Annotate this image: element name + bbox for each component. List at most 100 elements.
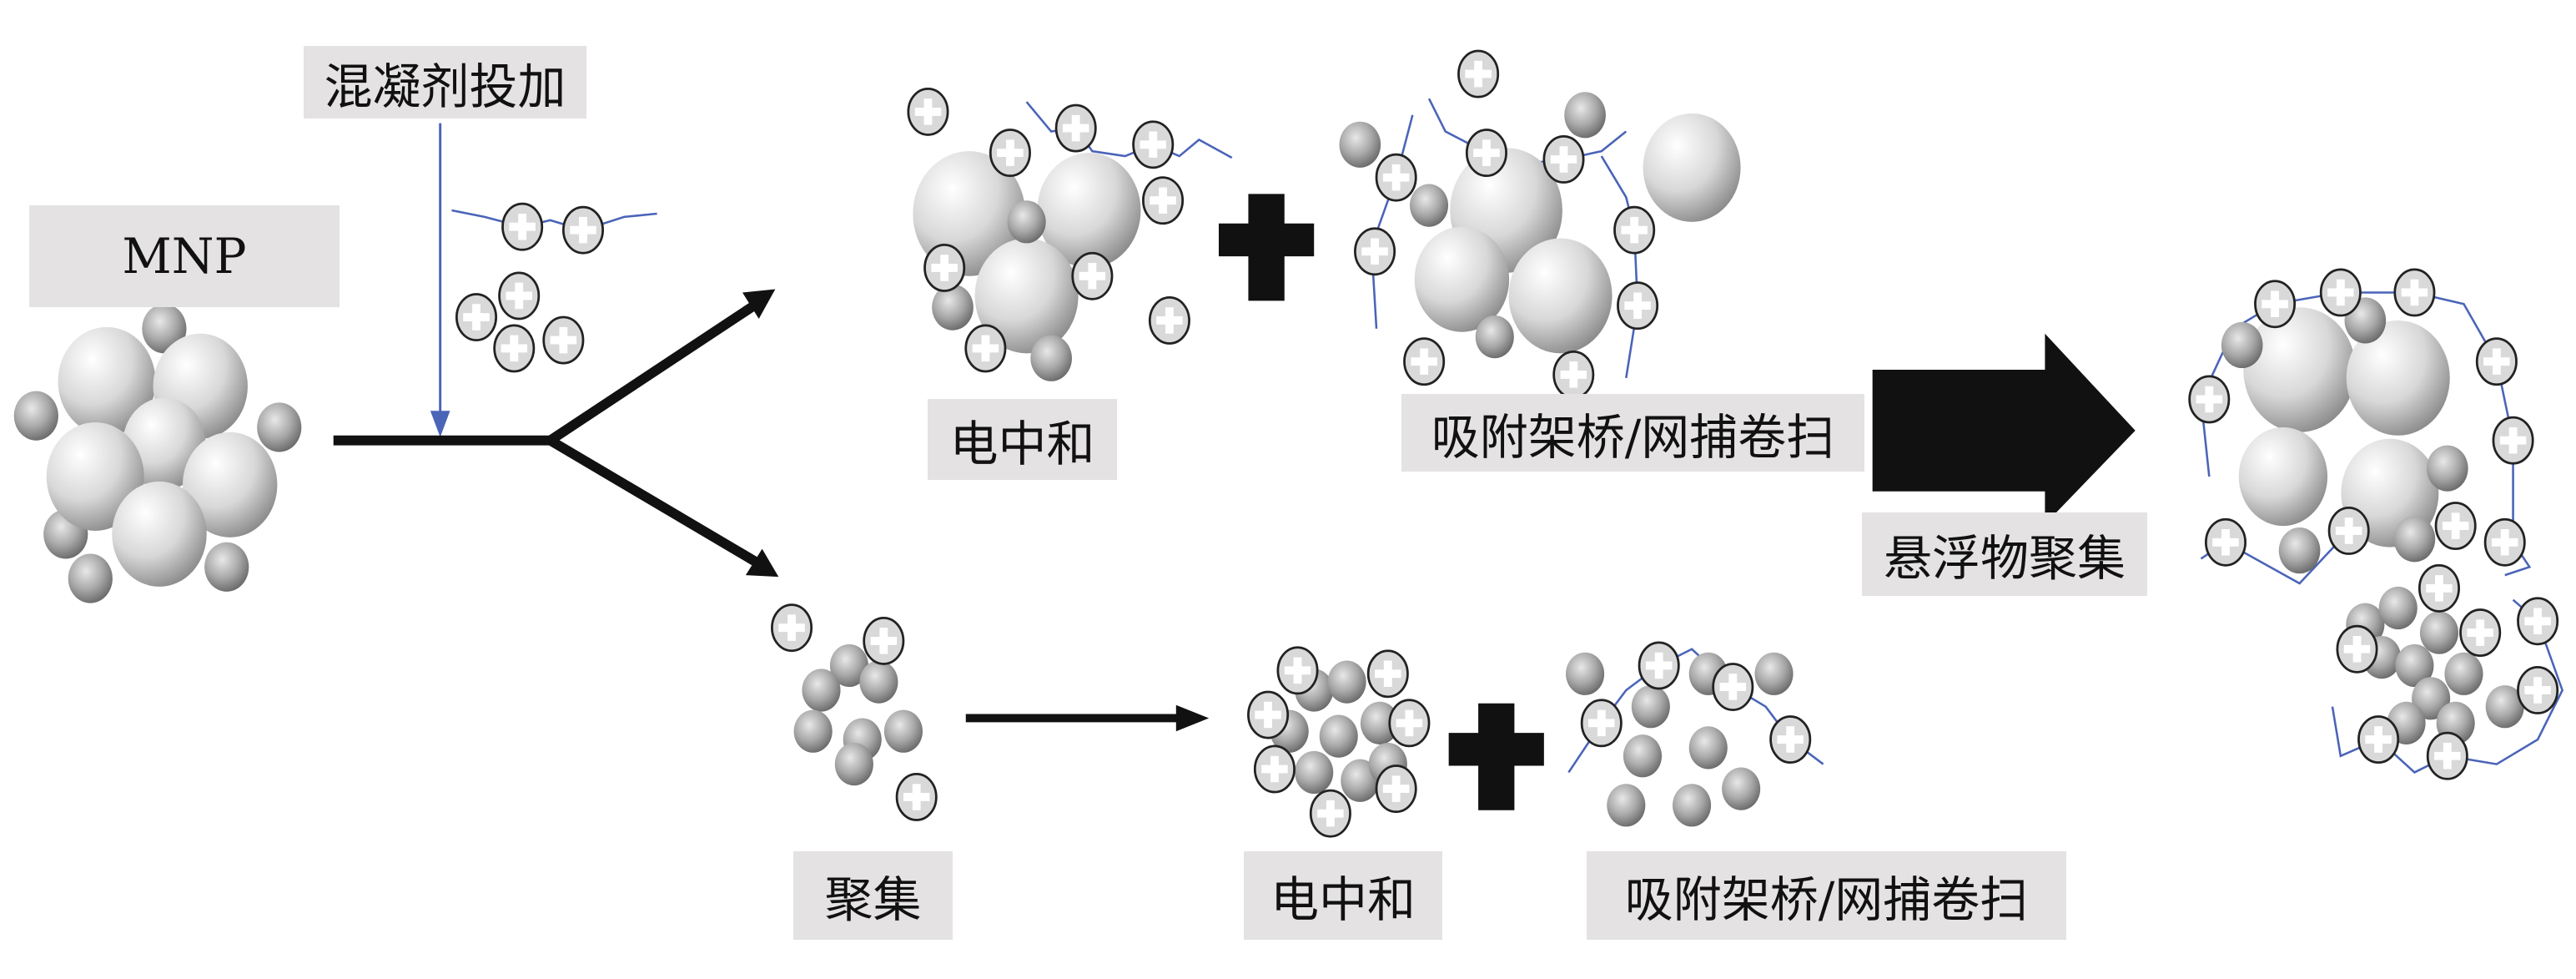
small-particle: [1360, 701, 1399, 744]
positive-charge-icon: [1552, 350, 1595, 399]
large-particle: [1643, 113, 1741, 222]
small-particle: [1475, 315, 1514, 359]
positive-charge-icon: [2475, 337, 2518, 386]
small-particle: [1607, 784, 1646, 827]
small-particle: [1566, 652, 1605, 695]
positive-charge-icon: [1712, 663, 1754, 711]
positive-charge-icon: [2327, 507, 2370, 555]
plus-sign-bottom: [1448, 703, 1544, 810]
plus-sign-top: [1218, 194, 1315, 301]
arrowhead-down: [745, 548, 779, 578]
small-particle: [829, 643, 869, 688]
label-mnp: MNP: [29, 205, 340, 307]
positive-charge-icon: [1148, 296, 1190, 345]
large-particle: [46, 422, 144, 531]
small-particle: [1623, 734, 1663, 778]
small-particle: [1722, 767, 1761, 810]
large-particle: [974, 238, 1079, 354]
positive-charge-icon: [2357, 715, 2400, 764]
small-particle: [1631, 685, 1670, 729]
small-particle: [1295, 750, 1334, 795]
aggregation-arrow: [965, 704, 1210, 732]
small-particle: [13, 391, 58, 441]
positive-charge-icon: [501, 202, 544, 251]
positive-charge-icon: [989, 129, 1031, 178]
positive-charge-icon: [907, 87, 949, 136]
positive-charge-icon: [1247, 690, 1290, 739]
positive-charge-icon: [1457, 49, 1500, 98]
small-particle: [1409, 184, 1449, 227]
particles: [13, 49, 2559, 838]
arrowhead-up: [742, 289, 776, 319]
small-particle: [1688, 726, 1728, 770]
positive-charge-icon: [2492, 416, 2534, 465]
positive-charge-icon: [1354, 227, 1396, 276]
large-particle: [2238, 426, 2328, 527]
small-particle: [2419, 611, 2459, 654]
positive-charge-icon: [1071, 251, 1114, 300]
positive-charge-icon: [455, 293, 498, 341]
positive-charge-icon: [2459, 608, 2502, 658]
positive-charge-icon: [2483, 517, 2526, 567]
small-particle: [1673, 784, 1712, 827]
small-particle: [2395, 643, 2434, 688]
label-aggregation: 聚集: [793, 851, 953, 940]
positive-charge-icon: [1388, 699, 1431, 748]
positive-charge-icon: [1253, 744, 1296, 794]
positive-charge-icon: [2434, 502, 2477, 551]
large-particle: [182, 431, 278, 537]
small-particle: [1030, 335, 1072, 381]
large-particle: [2243, 307, 2356, 432]
large-particle: [123, 397, 206, 490]
small-particle: [2485, 685, 2524, 729]
small-particle: [802, 669, 841, 712]
small-particle: [2393, 516, 2436, 563]
positive-charge-icon: [498, 271, 541, 320]
positive-charge-icon: [1580, 699, 1623, 748]
positive-charge-icon: [2517, 666, 2559, 714]
small-particle: [257, 402, 302, 452]
small-particle: [834, 742, 873, 786]
small-particle: [932, 284, 974, 331]
dosing-arrow: [430, 123, 450, 437]
positive-charge-icon: [964, 324, 1007, 373]
positive-charge-icon: [923, 244, 966, 292]
positive-charge-icon: [1132, 120, 1175, 169]
positive-charge-icon: [1054, 103, 1097, 153]
positive-charge-icon: [1465, 129, 1507, 178]
small-particle: [1564, 92, 1606, 139]
label-adsorption-bridging-top: 吸附架桥/网捕卷扫: [1401, 394, 1864, 472]
label-charge-neutralization-top: 电中和: [928, 399, 1117, 480]
small-particle: [1339, 121, 1381, 168]
small-particle: [68, 553, 113, 603]
large-particle: [1508, 238, 1613, 354]
positive-charge-icon: [561, 205, 605, 255]
large-particle: [1414, 226, 1510, 332]
label-coagulant-dosing: 混凝剂投加: [304, 46, 586, 119]
positive-charge-icon: [493, 324, 536, 373]
small-particle: [793, 709, 833, 753]
positive-charge-icon: [1403, 337, 1446, 386]
small-particle: [2427, 445, 2468, 492]
small-particle: [2412, 677, 2451, 720]
small-particle: [2221, 321, 2263, 369]
positive-charge-icon: [2254, 280, 2297, 329]
small-particle: [2444, 652, 2483, 695]
positive-charge-icon: [2517, 597, 2559, 646]
positive-charge-icon: [1366, 649, 1409, 699]
positive-charge-icon: [2319, 268, 2362, 317]
small-particle: [883, 709, 923, 753]
large-particle: [1037, 153, 1141, 268]
small-particle: [859, 660, 898, 704]
positive-charge-icon: [2393, 268, 2436, 317]
positive-charge-icon: [1769, 715, 1812, 764]
small-particle: [1319, 714, 1358, 758]
positive-charge-icon: [771, 603, 813, 653]
positive-charge-icon: [2336, 624, 2378, 674]
positive-charge-icon: [863, 616, 905, 665]
large-particle: [2346, 320, 2450, 436]
label-charge-neutralization-bottom: 电中和: [1244, 851, 1442, 940]
small-particle: [1007, 200, 1046, 244]
small-particle: [1327, 660, 1366, 704]
small-particle: [142, 304, 187, 354]
